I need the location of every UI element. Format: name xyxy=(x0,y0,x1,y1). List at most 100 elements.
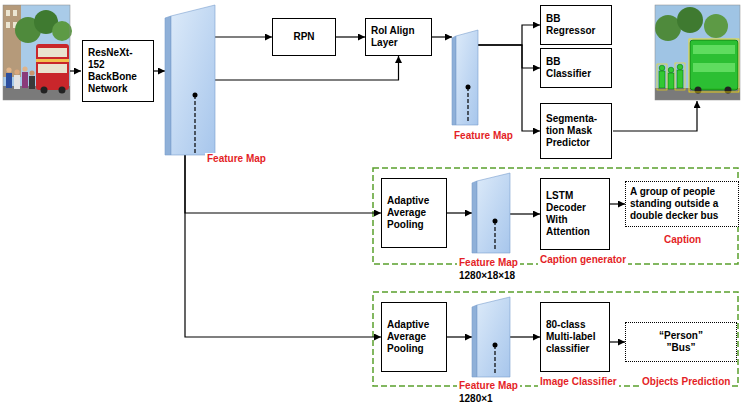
classifier-box: 80-class Multi-label classifier xyxy=(540,302,610,372)
input-photo-part xyxy=(6,22,10,28)
output-photo-part xyxy=(725,87,732,94)
input-photo-part xyxy=(36,44,69,90)
leader-line xyxy=(194,95,195,153)
node-text: ResNeXt-152 BackBone Network xyxy=(88,47,148,95)
output-photo-part xyxy=(659,71,665,88)
feature-map-slab xyxy=(452,30,478,125)
leader-line xyxy=(494,345,495,375)
mask-predictor-box: Segmenta- tion Mask Predictor xyxy=(540,103,612,159)
slab-side xyxy=(472,181,477,253)
leader-dot xyxy=(493,219,498,224)
output-arrow xyxy=(613,101,697,131)
node-text: ”Bus” xyxy=(667,342,696,354)
input-photo-part xyxy=(38,64,67,73)
connector-arrow xyxy=(215,36,272,37)
input-photo-part xyxy=(6,73,12,88)
output-photo-part xyxy=(690,40,738,90)
slab-face xyxy=(456,30,478,125)
feature-map-label: Feature Map xyxy=(205,153,268,165)
node-text: BB Regressor xyxy=(546,13,606,37)
red-caption-label: Caption generator xyxy=(538,254,628,266)
connector-arrow xyxy=(610,203,625,204)
connector-arrow xyxy=(510,336,540,337)
feature-map-label: Feature Map xyxy=(457,380,520,392)
backbone-box: ResNeXt-152 BackBone Network xyxy=(82,40,154,102)
feature-map-slab xyxy=(165,5,215,155)
node-text: RPN xyxy=(293,31,314,43)
connector-arrow xyxy=(185,155,381,337)
node-text: RoI Align Layer xyxy=(371,25,426,49)
slab-face xyxy=(477,297,510,377)
red-caption-label: Image Classifier xyxy=(538,376,619,388)
output-photo-part xyxy=(693,45,735,54)
feature-map: Feature Map1280×1 xyxy=(472,297,510,377)
connector-arrow xyxy=(478,45,540,68)
connector-arrow xyxy=(610,341,625,342)
feature-map-slab xyxy=(472,173,510,253)
output-photo-part xyxy=(689,39,739,92)
slab-side xyxy=(452,36,456,125)
output-photo-part xyxy=(704,14,728,38)
input-photo-part xyxy=(22,66,27,71)
input-photo-part xyxy=(3,5,70,100)
rpn-box: RPN xyxy=(272,18,336,56)
input-photo-part xyxy=(41,87,48,94)
input-photo-part xyxy=(6,10,10,16)
node-text: BB Classifier xyxy=(546,56,606,80)
group-border xyxy=(373,292,738,386)
node-text: Adaptive Average Pooling xyxy=(387,319,441,355)
connector-arrow xyxy=(336,36,365,37)
classifier-box: BB Classifier xyxy=(540,48,612,88)
output-photo-part xyxy=(655,5,740,100)
input-photo-part xyxy=(59,87,66,94)
dimension-label: 1280×18×18 xyxy=(457,270,517,282)
output-photo-part xyxy=(668,73,674,89)
input-photo xyxy=(3,5,72,100)
prediction-output: “Person””Bus” xyxy=(625,322,737,362)
leader-line xyxy=(494,221,495,251)
feature-map-label: Feature Map xyxy=(457,257,520,269)
output-photo-part xyxy=(677,7,703,33)
decoder-box: LSTM Decoder With Attention xyxy=(540,178,610,250)
regressor-box: BB Regressor xyxy=(540,5,612,45)
input-photo-part xyxy=(14,69,19,74)
input-photo-part xyxy=(13,10,17,16)
input-photo-part xyxy=(36,59,69,62)
output-photo-part xyxy=(677,70,683,88)
slab-face xyxy=(171,5,215,155)
red-caption-label: Objects Prediction xyxy=(640,376,732,388)
input-photo-part xyxy=(22,72,28,88)
input-photo-part xyxy=(3,5,70,100)
connector-arrow xyxy=(215,56,399,80)
connector-arrow xyxy=(478,25,540,45)
feature-map-label: Feature Map xyxy=(452,130,515,142)
node-text: Adaptive Average Pooling xyxy=(387,195,441,231)
output-photo-part xyxy=(675,63,685,90)
roi-align-box: RoI Align Layer xyxy=(365,18,432,56)
group-border xyxy=(373,168,738,264)
input-photo-part xyxy=(38,48,67,57)
pooling-box: Adaptive Average Pooling xyxy=(381,302,447,372)
feature-map: Feature Map xyxy=(165,5,215,155)
connector-arrow xyxy=(432,36,452,37)
input-photo-part xyxy=(3,5,21,77)
leader-dot xyxy=(466,85,471,90)
node-text: A group of people standing outside a dou… xyxy=(630,186,734,222)
leader-dot xyxy=(193,93,198,98)
feature-map: Feature Map1280×18×18 xyxy=(472,173,510,253)
input-photo-part xyxy=(52,21,72,41)
node-text: “Person” xyxy=(659,330,703,342)
output-photo-part xyxy=(693,63,735,72)
slab-side xyxy=(165,16,171,155)
output-photo-part xyxy=(657,64,667,90)
node-text: Segmenta- tion Mask Predictor xyxy=(546,113,606,149)
input-photo-part xyxy=(29,76,35,89)
input-arrow xyxy=(70,70,81,71)
leader-line xyxy=(467,87,468,123)
dimension-label: 1280×1 xyxy=(457,393,495,405)
node-text: LSTM Decoder With Attention xyxy=(546,190,604,238)
connector-arrow xyxy=(447,336,472,337)
connector-arrow xyxy=(447,212,472,213)
input-photo-part xyxy=(14,75,20,89)
output-photo-part xyxy=(695,87,702,94)
